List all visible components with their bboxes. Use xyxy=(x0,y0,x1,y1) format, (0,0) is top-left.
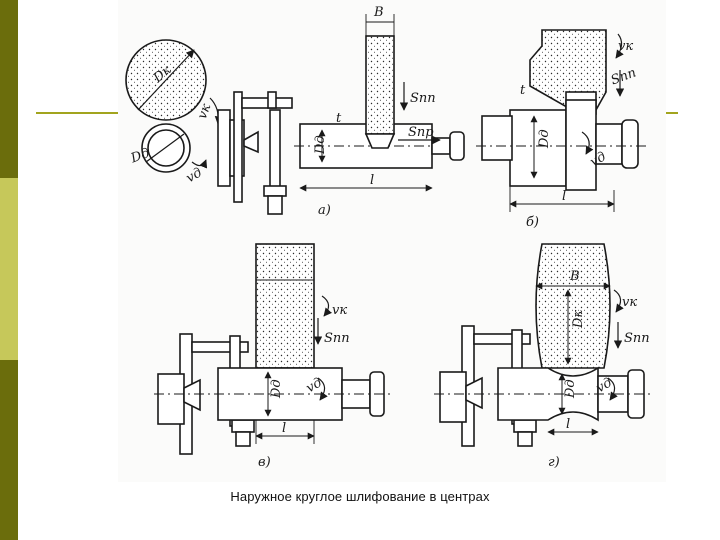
panel-g-labels: B Dк vк Sпп Dд vд l г) xyxy=(548,269,650,470)
label-spr-a: Sпр xyxy=(408,125,434,140)
label-vd-b: vд xyxy=(588,149,609,170)
label-dd-shaft-a: Dд xyxy=(313,135,328,155)
label-vk-b: vк xyxy=(618,39,633,54)
label-dd-b: Dд xyxy=(537,129,552,149)
label-spp-a: Sпп xyxy=(410,91,436,106)
label-vd-g: vд xyxy=(594,375,615,396)
label-dd-g: Dд xyxy=(563,379,578,399)
label-vd-v: vд xyxy=(304,375,325,396)
label-depth-b: t xyxy=(520,83,526,98)
grinding-wheel-wide-v xyxy=(255,243,315,369)
panel-tag-g: г) xyxy=(548,455,560,470)
panel-g xyxy=(434,243,654,447)
slide-caption: Наружное круглое шлифование в центрах xyxy=(230,489,490,504)
label-vk-v: vк xyxy=(332,303,347,318)
panel-tag-b: б) xyxy=(526,215,539,230)
sidebar-block-dark xyxy=(0,360,18,540)
accent-line-left xyxy=(36,112,120,114)
grinding-diagram: Dк vк Dд vд B Sпп t Sпр Dд l а) vк Sпп t… xyxy=(118,0,666,482)
sidebar-block-dark xyxy=(0,0,18,178)
diagram-canvas: Dк vк Dд vд B Sпп t Sпр Dд l а) vк Sпп t… xyxy=(125,5,654,470)
panel-tag-v: в) xyxy=(258,455,271,470)
label-dd-v: Dд xyxy=(269,379,284,399)
label-spp-v: Sпп xyxy=(324,331,350,346)
label-spp-g: Sпп xyxy=(624,331,650,346)
label-spp-b: Sпп xyxy=(609,65,638,88)
panel-tag-a: а) xyxy=(318,203,331,218)
label-length-b: l xyxy=(562,189,566,204)
label-length-v: l xyxy=(282,421,286,436)
sidebar-block-light xyxy=(0,178,18,360)
label-depth-a: t xyxy=(336,111,342,126)
label-length-a: l xyxy=(370,173,374,188)
label-vd-a: vд xyxy=(184,165,205,186)
panel-b-labels: vк Sпп t Dд vд l б) xyxy=(520,39,638,230)
label-vk-g: vк xyxy=(622,295,637,310)
sidebar-decoration xyxy=(0,0,18,540)
label-width-g: B xyxy=(569,269,580,284)
label-dd-a: Dд xyxy=(128,146,152,167)
panel-a xyxy=(125,14,465,215)
panel-v xyxy=(154,243,390,455)
label-vk-a: vк xyxy=(195,102,214,122)
panel-b xyxy=(476,29,648,212)
grinding-wheel-round-g xyxy=(535,243,611,369)
panel-v-labels: vк Sпп Dд vд l в) xyxy=(258,303,350,470)
label-width-a: B xyxy=(373,5,384,20)
label-dk-g: Dк xyxy=(571,310,586,329)
accent-line-right xyxy=(666,112,678,114)
label-length-g: l xyxy=(566,417,570,432)
headstock-plate-a xyxy=(217,109,231,187)
workpiece-b xyxy=(509,109,567,187)
grinding-wheel-narrow-a xyxy=(365,35,395,135)
